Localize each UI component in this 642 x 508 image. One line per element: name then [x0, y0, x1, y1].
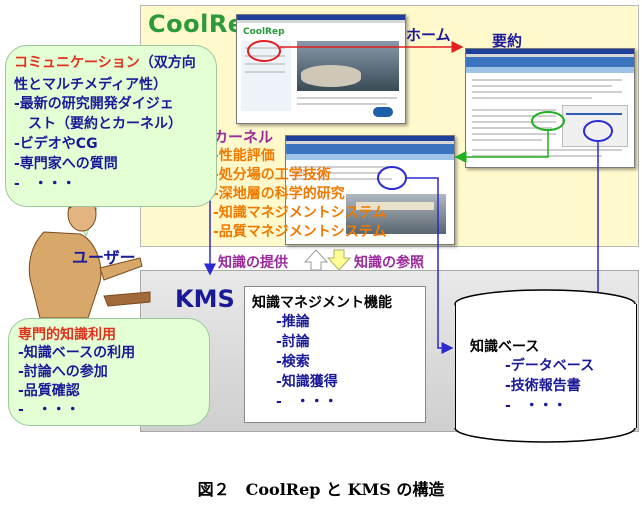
communication-title: コミュニケーション（双方向	[14, 54, 196, 72]
user-figure	[28, 192, 151, 319]
knowledge-base-item: -技術報告書	[505, 378, 581, 394]
user-communication-bubble	[5, 45, 217, 207]
knowledge-base-list: -データベース -技術報告書 - ・・・	[505, 356, 594, 416]
refer-down-arrow	[326, 249, 352, 271]
summary-to-kernel-arrow	[454, 130, 549, 163]
summary-link-circle	[531, 111, 565, 131]
kms-function-box	[244, 286, 426, 423]
kernel-to-kb-arrow	[406, 177, 454, 354]
kms-function-title: 知識マネジメント機能	[252, 295, 392, 311]
expert-list: -知識ベースの利用 -討論への参加 -品質確認 - ・・・	[18, 344, 135, 420]
home-page-screenshot: CoolRep	[236, 14, 406, 124]
expert-title: 専門的知識利用	[18, 327, 116, 343]
communication-item: -専門家への質問	[14, 156, 118, 172]
db-bottom	[454, 427, 636, 443]
knowledge-base-cylinder	[455, 304, 637, 428]
kernel-item: -性能評価	[213, 148, 275, 164]
expert-item: - ・・・	[18, 402, 80, 418]
communication-item: - ・・・	[14, 176, 76, 192]
kernel-item: -知識マネジメントシステム	[213, 205, 387, 221]
kms-function-item: -討論	[276, 334, 310, 350]
knowledge-base-item: - ・・・	[505, 398, 567, 414]
kernel-list: -性能評価 -処分場の工学技術 -深地層の科学的研究 -知識マネジメントシステム…	[213, 147, 386, 242]
expert-item: -品質確認	[18, 383, 80, 399]
expert-item: -討論への参加	[18, 364, 108, 380]
communication-item: スト（要約とカーネル）	[14, 116, 182, 132]
provide-up-arrow	[303, 249, 329, 271]
communication-title-label: コミュニケーション	[14, 55, 140, 71]
summary-kb-circle	[583, 120, 613, 142]
communication-line2: 性とマルチメディア性）	[14, 77, 168, 93]
kernel-title: カーネル	[213, 128, 274, 146]
expert-bubble	[8, 318, 210, 426]
kms-function-item: -知識獲得	[276, 374, 338, 390]
knowledge-base-item: -データベース	[505, 358, 595, 374]
summary-label: 要約	[492, 32, 523, 50]
user-label: ユーザー	[72, 248, 136, 267]
kernel-page-screenshot	[285, 135, 455, 245]
home-link-circle	[247, 40, 281, 62]
communication-title-tail: （双方向	[139, 55, 196, 71]
knowledge-base-title: 知識ベース	[470, 339, 540, 355]
home-label: ホーム	[406, 26, 451, 44]
kms-function-item: - ・・・	[276, 394, 338, 410]
communication-item: -最新の研究開発ダイジェ	[14, 96, 174, 112]
kms-function-item: -検索	[276, 354, 310, 370]
kms-logo: KMS	[175, 285, 235, 313]
refer-label: 知識の参照	[354, 255, 424, 271]
provide-label: 知識の提供	[218, 255, 288, 271]
figure-caption: 図２ CoolRep と KMS の構造	[197, 480, 445, 499]
communication-list: -最新の研究開発ダイジェ スト（要約とカーネル） -ビデオやCG -専門家への質…	[14, 94, 182, 194]
communication-item: -ビデオやCG	[14, 136, 98, 152]
kernel-item: -深地層の科学的研究	[213, 186, 345, 202]
expert-item: -知識ベースの利用	[18, 345, 136, 361]
kms-function-item: -推論	[276, 314, 310, 330]
kernel-item: -品質マネジメントシステム	[213, 224, 387, 240]
kernel-item: -処分場の工学技術	[213, 167, 331, 183]
kms-function-list: -推論 -討論 -検索 -知識獲得 - ・・・	[276, 312, 338, 412]
